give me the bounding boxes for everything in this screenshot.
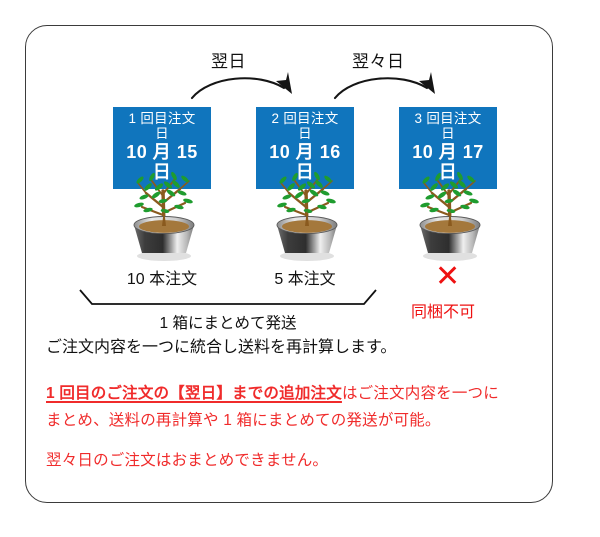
- order-date-chip-2: 2 回目注文日 10 月 16 日: [256, 107, 354, 189]
- order-chip-label-1: 1 回目注文日: [128, 111, 196, 142]
- potted-plant-icon-3: [419, 171, 481, 261]
- curved-arrow-2: [333, 72, 435, 100]
- order-chip-date-1: 10 月 15 日: [126, 142, 198, 183]
- potted-plant-icon-1: [133, 171, 195, 261]
- notice-line-1: 1 回目のご注文の【翌日】までの追加注文はご注文内容を一つに: [46, 381, 499, 403]
- curved-arrow-1: [190, 72, 292, 100]
- notice-line-1-rest: はご注文内容を一つに: [341, 385, 499, 402]
- order-chip-label-3: 3 回目注文日: [414, 111, 482, 142]
- not-allowed-x-icon: ✕: [435, 260, 461, 293]
- notice-line-2: まとめ、送料の再計算や 1 箱にまとめての発送が可能。: [46, 412, 441, 429]
- arrow-label-next-day: 翌日: [211, 52, 246, 71]
- grouping-bracket: [79, 289, 377, 305]
- notice-line-1-emphasis: 1 回目のご注文の【翌日】までの追加注文: [46, 385, 342, 402]
- outer-frame: [25, 25, 553, 503]
- order-chip-date-2: 10 月 16 日: [269, 142, 341, 183]
- arrow-label-day-after-next: 翌々日: [352, 52, 405, 71]
- order-date-chip-3: 3 回目注文日 10 月 17 日: [399, 107, 497, 189]
- bracket-caption: 1 箱にまとめて発送: [159, 315, 297, 332]
- order-count-2: 5 本注文: [274, 271, 336, 288]
- notice-line-3: 翌々日のご注文はおまとめできません。: [46, 452, 329, 469]
- order-count-1: 10 本注文: [126, 271, 198, 288]
- merge-note: ご注文内容を一つに統合し送料を再計算します。: [46, 339, 397, 356]
- order-date-chip-1: 1 回目注文日 10 月 15 日: [113, 107, 211, 189]
- order-chip-label-2: 2 回目注文日: [271, 111, 339, 142]
- not-allowed-label: 同梱不可: [411, 304, 476, 321]
- potted-plant-icon-2: [276, 171, 338, 261]
- order-chip-date-3: 10 月 17 日: [412, 142, 484, 183]
